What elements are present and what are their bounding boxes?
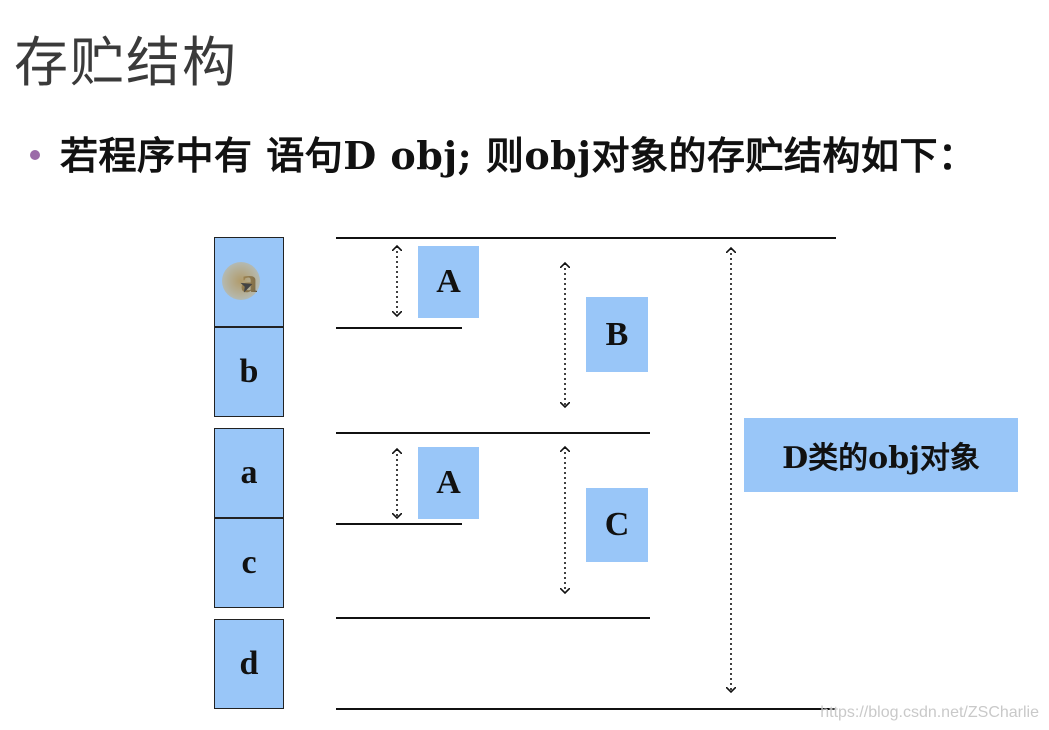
label-box-a1: A xyxy=(418,246,479,318)
memory-cell-b: b xyxy=(214,327,284,417)
boundary-line-a2-end xyxy=(336,523,462,525)
boundary-line-top xyxy=(336,237,836,239)
memory-cell-a2: a xyxy=(214,428,284,518)
slide-title: 存贮结构 xyxy=(14,31,238,94)
memory-cell-c: c xyxy=(214,518,284,608)
label-box-d-object: D类的obj对象 xyxy=(744,418,1018,492)
label-box-a2: A xyxy=(418,447,479,519)
boundary-line-a1-end xyxy=(336,327,462,329)
watermark: https://blog.csdn.net/ZSCharlie xyxy=(820,704,1039,721)
bullet-dot xyxy=(30,150,40,160)
memory-cell-d: d xyxy=(214,619,284,709)
label-box-c: C xyxy=(586,488,648,562)
cursor-highlight xyxy=(222,262,260,300)
boundary-line-bottom xyxy=(336,708,836,710)
boundary-line-b-end xyxy=(336,432,650,434)
boundary-line-c-end xyxy=(336,617,650,619)
bullet-text: 若程序中有 语句D obj; 则obj对象的存贮结构如下： xyxy=(60,133,977,178)
label-box-b: B xyxy=(586,297,648,372)
